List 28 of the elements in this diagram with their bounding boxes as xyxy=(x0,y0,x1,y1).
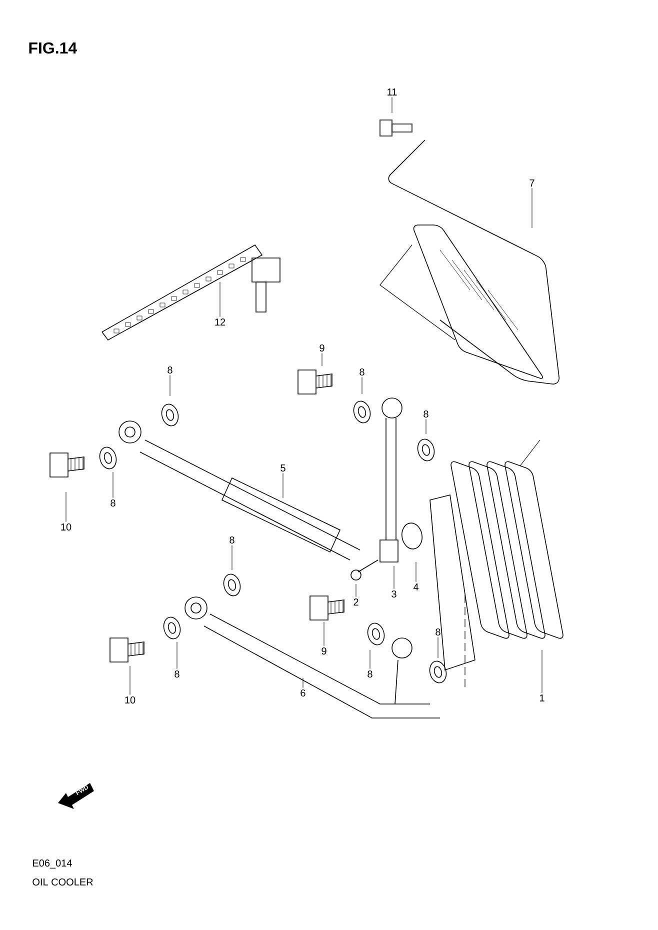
callout-number: 7 xyxy=(530,180,534,186)
caption-text: E06_014 xyxy=(33,860,72,868)
callout-number: 2 xyxy=(354,598,358,606)
callout-number: 3 xyxy=(392,590,396,598)
callout-number: 8 xyxy=(230,536,234,544)
callout-number: 10 xyxy=(125,696,136,704)
leader-line xyxy=(282,472,284,498)
callout-number: 11 xyxy=(388,88,397,96)
callout-number: 12 xyxy=(215,318,226,326)
callout-number: 10 xyxy=(61,523,72,531)
callout-number: 9 xyxy=(322,647,326,655)
callout-number: 8 xyxy=(360,368,364,376)
caption-text: OIL COOLER xyxy=(32,878,93,886)
callout-number: 4 xyxy=(413,584,418,590)
callout-number: 8 xyxy=(368,670,372,678)
callout-number: 8 xyxy=(174,670,180,678)
callout-number: 5 xyxy=(280,464,286,472)
callout-number: 8 xyxy=(436,628,440,636)
leader-line xyxy=(112,472,114,498)
callout-number: 8 xyxy=(424,410,428,418)
callout-number: 8 xyxy=(168,366,172,374)
callout-number: 9 xyxy=(320,344,324,352)
callout-number: 6 xyxy=(300,689,306,697)
callout-number: 1 xyxy=(540,694,544,702)
leader-line xyxy=(302,678,304,688)
leader-line xyxy=(176,642,178,669)
callout-number: 8 xyxy=(110,499,116,507)
figure-title: FIG.14 xyxy=(29,42,78,54)
